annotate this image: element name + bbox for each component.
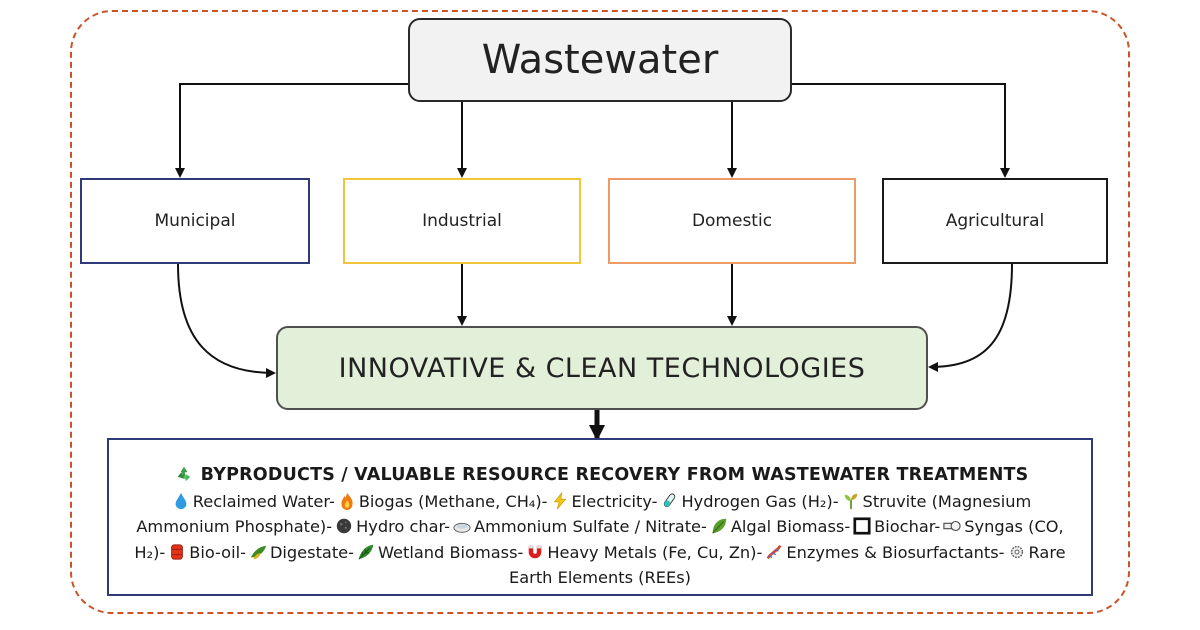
industrial-box: Industrial	[343, 178, 581, 264]
byproduct-item: Biochar	[874, 517, 935, 536]
salt-dish-icon	[453, 522, 471, 533]
wastewater-box: Wastewater	[408, 18, 792, 102]
arrow-municipal-tech	[177, 263, 276, 378]
flame-icon	[341, 492, 353, 510]
byproducts-heading: BYPRODUCTS / VALUABLE RESOURCE RECOVERY …	[125, 462, 1075, 489]
arrow-root-agricultural	[792, 83, 1010, 178]
agricultural-box: Agricultural	[882, 178, 1108, 264]
test-tube-icon	[664, 492, 676, 507]
byproduct-item: Enzymes & Biosurfactants	[786, 542, 999, 562]
technologies-box: INNOVATIVE & CLEAN TECHNOLOGIES	[276, 326, 928, 410]
byproduct-item: Heavy Metals (Fe, Cu, Zn)	[547, 542, 757, 562]
byproduct-item: Syngas (CO, H₂)	[134, 517, 1064, 562]
municipal-box: Municipal	[80, 178, 310, 264]
byproduct-item: Hydrogen Gas (H₂)	[681, 491, 833, 511]
dashed-frame	[70, 10, 1130, 614]
coal-icon	[336, 518, 352, 534]
recycle-icon	[177, 466, 190, 482]
municipal-label: Municipal	[154, 211, 236, 231]
magnet-icon	[529, 545, 542, 558]
sprout-icon	[844, 493, 857, 509]
domestic-label: Domestic	[691, 211, 773, 231]
byproduct-item: Ammonium Sulfate / Nitrate	[474, 517, 701, 536]
lightning-icon	[553, 491, 566, 509]
byproducts-title: BYPRODUCTS / VALUABLE RESOURCE RECOVERY …	[200, 465, 1029, 485]
byproducts-box: BYPRODUCTS / VALUABLE RESOURCE RECOVERY …	[107, 438, 1093, 596]
byproduct-item: Digestate	[269, 542, 349, 562]
byproduct-item: Struvite (Magnesium Ammonium Phosphate)	[136, 491, 1032, 537]
byproduct-item: Biogas (Methane, CH₄)	[358, 491, 542, 511]
biochar-square-icon	[853, 517, 871, 535]
gear-icon	[1010, 545, 1023, 558]
byproduct-item: Rare Earth Elements (REEs)	[509, 542, 1066, 588]
byproduct-item: Electricity	[571, 491, 652, 511]
byproduct-item: Hydro char	[356, 517, 445, 536]
arrow-root-municipal	[175, 83, 408, 178]
domestic-box: Domestic	[608, 178, 856, 264]
technologies-label: INNOVATIVE & CLEAN TECHNOLOGIES	[338, 352, 866, 384]
byproduct-item: Algal Biomass	[730, 517, 845, 536]
wastewater-label: Wastewater	[481, 37, 719, 83]
enzyme-icon	[766, 544, 782, 559]
gas-pipe-icon	[943, 520, 961, 532]
barrel-icon	[171, 543, 184, 560]
water-drop-icon	[175, 492, 187, 509]
arrow-agricultural-tech	[928, 263, 1013, 372]
byproduct-item: Bio-oil	[189, 542, 241, 562]
wetland-leaf-icon	[358, 544, 374, 560]
leaf-icon	[712, 518, 727, 534]
byproducts-list: Reclaimed Water-Biogas (Methane, CH₄)-El…	[134, 491, 1066, 588]
byproduct-item: Reclaimed Water	[192, 491, 329, 511]
agricultural-label: Agricultural	[945, 211, 1045, 231]
digestate-leaf-icon	[250, 545, 267, 559]
industrial-label: Industrial	[422, 211, 502, 231]
byproduct-item: Wetland Biomass	[377, 542, 518, 562]
